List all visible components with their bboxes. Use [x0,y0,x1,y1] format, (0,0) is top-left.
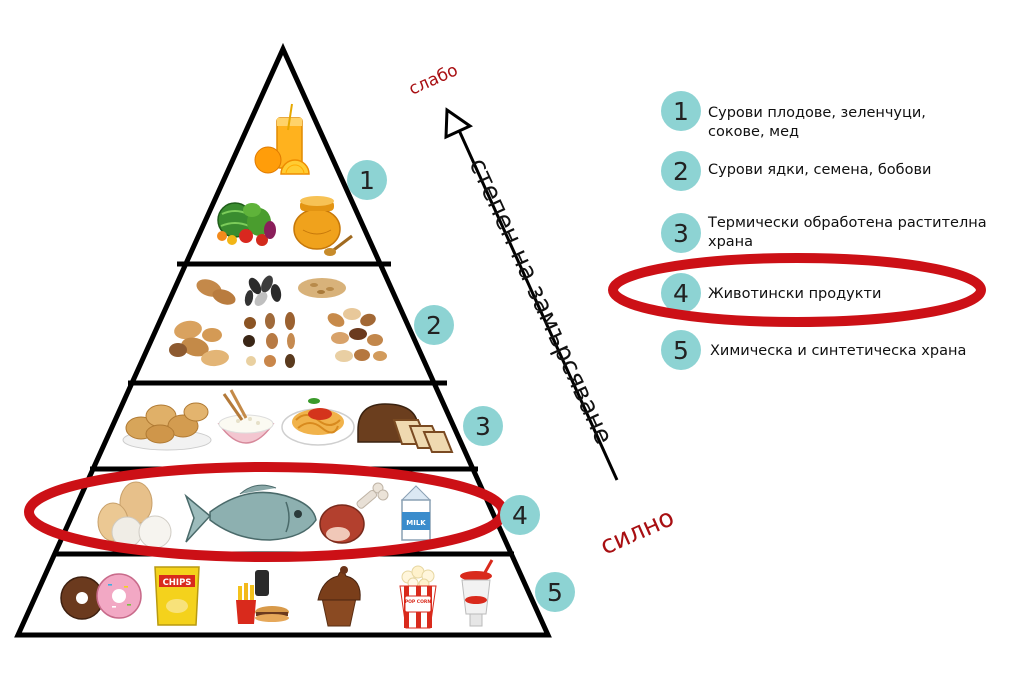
tier-badge-2: 2 [414,305,454,345]
legend-text-line: Сурови плодове, зеленчуци, [708,105,926,121]
badge-circle [347,160,387,200]
badge-circle [535,572,575,612]
badge-circle [463,406,503,446]
fish-icon [184,484,317,543]
tier-1-foods [217,103,353,256]
tier-3-foods [122,389,454,453]
chips-label: CHIPS [163,578,192,588]
watermelon-vegetables-icon [217,202,276,246]
tier-badge-5: 5 [535,572,575,612]
tier-5-foods: CHIPS [60,559,494,629]
mixed-nuts-icon [327,308,387,362]
orange-juice-icon [254,103,310,175]
donuts-icon [60,573,142,620]
tier-2-foods [169,275,387,368]
hazelnuts-icon [243,312,295,368]
spaghetti-icon [281,398,355,446]
legend-text-line: сокове, мед [708,124,799,140]
legend-item-4: 4 Животински продукти [661,273,881,313]
legend-badge-circle [661,330,701,370]
milk-label: MILK [406,519,426,527]
legend-item-1: 1 Сурови плодове, зеленчуци, сокове, мед [661,91,926,140]
legend-item-3: 3 Термически обработена растителна храна [661,213,987,253]
cupcake-icon [317,566,361,627]
badge-number: 3 [475,412,491,441]
tier-badge-3: 3 [463,406,503,446]
arrow-shaft [456,127,619,481]
badge-circle [500,495,540,535]
badge-number: 1 [359,166,375,195]
legend-badge-number: 3 [673,219,689,248]
legend-badge-number: 2 [673,157,689,186]
pyramid-badges: 1 2 3 4 5 [347,160,575,612]
tier-badge-4: 4 [500,495,540,535]
eggs-icon [97,481,172,549]
tier-4-foods: MILK [97,481,432,549]
legend-item-2: 2 Сурови ядки, семена, бобови [661,151,931,191]
soda-cup-icon [460,559,494,627]
legend-badge-number: 4 [673,279,689,308]
rice-bowl-icon [217,389,275,444]
legend-badge-circle [661,91,701,131]
fries-burger-icon [236,570,289,624]
strong-label: силно [596,502,679,560]
milk-carton-icon: MILK [400,485,432,541]
legend-text-line: Термически обработена растителна [707,215,987,231]
axis-label: степен на замърсяване [464,153,619,448]
badge-number: 5 [547,578,563,607]
weak-label: слабо [406,60,461,99]
legend-text-line: Животински продукти [708,286,881,302]
honey-pot-icon [293,196,353,256]
chips-bag-icon: CHIPS [154,566,200,626]
legend: 1 Сурови плодове, зеленчуци, сокове, мед… [608,91,987,370]
legend-badge-circle [661,273,701,313]
legend-badge-number: 1 [673,97,689,126]
peanuts-icon [169,320,229,367]
popcorn-label: POP CORN [405,599,432,605]
oat-grains-icon [298,278,346,298]
potatoes-icon [122,402,212,451]
sunflower-seeds-icon [244,275,282,306]
badge-circle [414,305,454,345]
badge-number: 2 [426,311,442,340]
highlight-ring-legend-4 [608,253,986,327]
peanut-shell-icon [196,279,236,305]
legend-badge-circle [661,151,701,191]
legend-badge-circle [661,213,701,253]
legend-badge-number: 5 [673,336,689,365]
legend-text-line: Сурови ядки, семена, бобови [708,162,931,178]
arrow-head-icon [444,107,474,140]
legend-text-line: Химическа и синтетическа храна [710,343,966,359]
bread-icon [357,403,454,453]
popcorn-icon: POP CORN [399,565,437,629]
tier-badge-1: 1 [347,160,387,200]
badge-number: 4 [512,501,528,530]
legend-item-5: 5 Химическа и синтетическа храна [661,330,966,370]
ham-leg-icon [319,482,389,544]
legend-text-line: храна [708,234,753,250]
